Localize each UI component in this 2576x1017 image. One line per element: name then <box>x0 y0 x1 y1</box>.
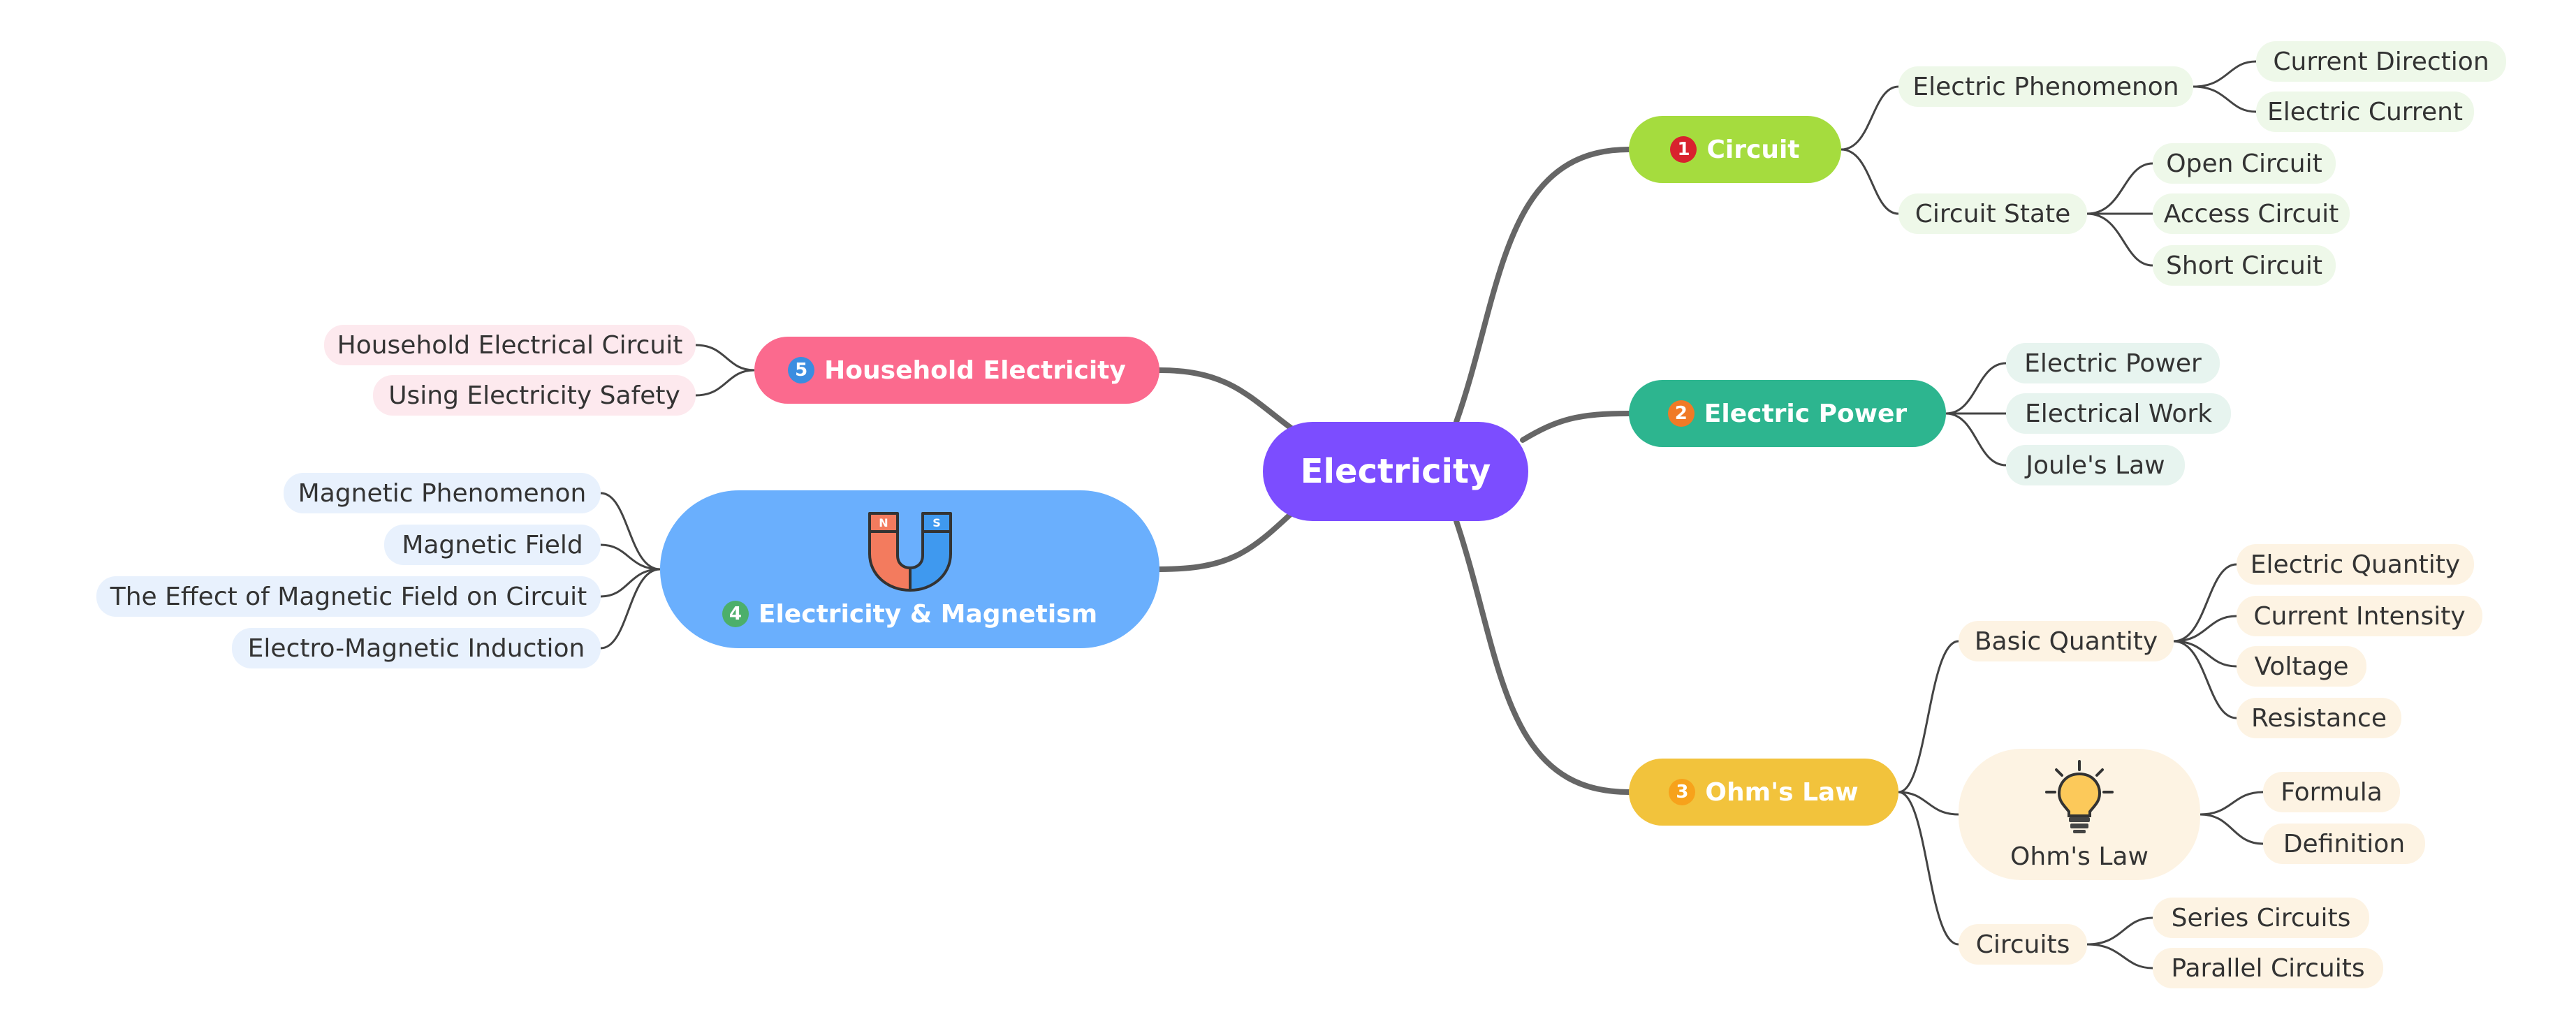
number-badge-1: 1 <box>1670 136 1697 163</box>
topic-label: Access Circuit <box>2163 199 2339 228</box>
topic-resistance[interactable]: Resistance <box>2237 698 2401 738</box>
topic-open-circuit[interactable]: Open Circuit <box>2153 143 2336 184</box>
topic-label: Electric Power <box>2024 349 2202 378</box>
lightbulb-icon <box>2045 759 2114 833</box>
topic-magnetic-field[interactable]: Magnetic Field <box>384 525 601 565</box>
connector-household <box>1157 367 1295 432</box>
topic-label: Magnetic Phenomenon <box>298 478 587 508</box>
branch-power-label: Electric Power <box>1704 399 1908 428</box>
connector-power <box>1520 411 1632 443</box>
topic-label: Voltage <box>2254 652 2349 681</box>
branch-household-label: Household Electricity <box>824 356 1126 385</box>
branch-magnet-title: 4 Electricity & Magnetism <box>722 600 1097 629</box>
topic-label: Joule's Law <box>2026 451 2165 480</box>
topic-electrical-work[interactable]: Electrical Work <box>2006 393 2231 434</box>
topic-current-intensity[interactable]: Current Intensity <box>2237 596 2482 636</box>
topic-electric-phenomenon[interactable]: Electric Phenomenon <box>1898 66 2193 107</box>
topic-label: Parallel Circuits <box>2171 953 2365 983</box>
topic-label: Circuits <box>1975 930 2070 959</box>
topic-basic-quantity[interactable]: Basic Quantity <box>1959 621 2174 661</box>
topic-label: Electric Quantity <box>2250 550 2461 579</box>
topic-access-circuit[interactable]: Access Circuit <box>2153 193 2350 234</box>
number-badge-5: 5 <box>788 357 815 383</box>
topic-label: Electric Current <box>2267 97 2464 126</box>
branch-household-electricity[interactable]: 5 Household Electricity <box>754 337 1159 404</box>
branch-circuit-label: Circuit <box>1706 135 1800 164</box>
topic-label: Short Circuit <box>2166 251 2322 280</box>
topic-circuit-state[interactable]: Circuit State <box>1898 193 2087 234</box>
topic-series-circuits[interactable]: Series Circuits <box>2153 898 2369 938</box>
topic-circuits[interactable]: Circuits <box>1959 924 2087 965</box>
root-label: Electricity <box>1300 452 1491 491</box>
branch-ohms-law[interactable]: 3 Ohm's Law <box>1629 759 1898 826</box>
topic-short-circuit[interactable]: Short Circuit <box>2153 245 2336 286</box>
branch-magnet-label: Electricity & Magnetism <box>758 599 1098 629</box>
topic-electric-current[interactable]: Electric Current <box>2256 92 2474 132</box>
topic-label: Electro-Magnetic Induction <box>247 634 585 663</box>
topic-voltage[interactable]: Voltage <box>2237 646 2366 687</box>
topic-label: Electric Phenomenon <box>1912 72 2179 101</box>
root-node[interactable]: Electricity <box>1263 422 1528 521</box>
topic-label: Ohm's Law <box>2010 842 2149 871</box>
horseshoe-magnet-icon: N S <box>868 511 952 592</box>
topic-label: Formula <box>2281 777 2383 807</box>
topic-effect-magnetic-field-circuit[interactable]: The Effect of Magnetic Field on Circuit <box>96 576 601 617</box>
topic-household-electrical-circuit[interactable]: Household Electrical Circuit <box>324 325 696 365</box>
topic-magnetic-phenomenon[interactable]: Magnetic Phenomenon <box>284 473 601 513</box>
topic-label: Current Intensity <box>2253 601 2466 631</box>
topic-label: Using Electricity Safety <box>388 381 680 410</box>
topic-label: The Effect of Magnetic Field on Circuit <box>110 582 587 611</box>
number-badge-4: 4 <box>722 601 749 627</box>
topic-ohms-law-card[interactable]: Ohm's Law <box>1959 749 2200 880</box>
topic-label: Magnetic Field <box>402 530 583 559</box>
topic-formula[interactable]: Formula <box>2263 772 2400 812</box>
branch-ohm-label: Ohm's Law <box>1705 777 1859 807</box>
topic-label: Basic Quantity <box>1974 627 2158 656</box>
topic-current-direction[interactable]: Current Direction <box>2256 41 2506 82</box>
topic-label: Circuit State <box>1915 199 2071 228</box>
magnet-south-label: S <box>932 516 941 529</box>
topic-label: Current Direction <box>2273 47 2489 76</box>
topic-definition[interactable]: Definition <box>2263 824 2425 864</box>
branch-electricity-magnetism[interactable]: N S 4 Electricity & Magnetism <box>660 490 1159 648</box>
number-badge-2: 2 <box>1667 400 1695 427</box>
connector-magnet <box>1157 510 1295 572</box>
topic-label: Open Circuit <box>2166 149 2322 178</box>
branch-electric-power[interactable]: 2 Electric Power <box>1629 380 1946 447</box>
topic-electro-magnetic-induction[interactable]: Electro-Magnetic Induction <box>232 628 601 668</box>
number-badge-3: 3 <box>1669 779 1696 805</box>
topic-label: Household Electrical Circuit <box>337 330 683 360</box>
topic-parallel-circuits[interactable]: Parallel Circuits <box>2153 948 2383 988</box>
topic-electric-quantity[interactable]: Electric Quantity <box>2237 544 2474 585</box>
magnet-north-label: N <box>879 516 888 529</box>
connector-circuit <box>1454 147 1632 425</box>
topic-label: Resistance <box>2251 703 2387 733</box>
branch-circuit[interactable]: 1 Circuit <box>1629 116 1841 183</box>
topic-label: Electrical Work <box>2024 399 2213 428</box>
connector-ohm <box>1454 518 1632 795</box>
topic-label: Series Circuits <box>2171 903 2351 932</box>
topic-using-electricity-safety[interactable]: Using Electricity Safety <box>373 375 696 416</box>
topic-electric-power[interactable]: Electric Power <box>2006 343 2220 383</box>
topic-label: Definition <box>2283 829 2406 858</box>
topic-joules-law[interactable]: Joule's Law <box>2006 445 2185 485</box>
